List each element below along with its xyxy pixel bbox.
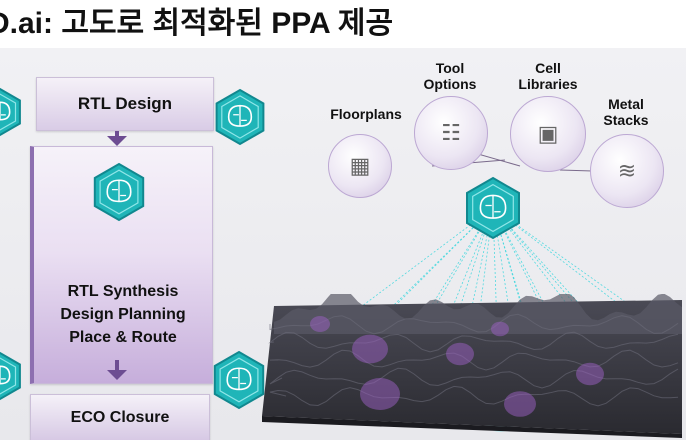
cell-library-icon: ▣: [537, 121, 559, 146]
brain-hex-icon: [0, 84, 24, 140]
brain-hex-icon: [212, 86, 268, 148]
brain-hex-icon: [90, 160, 148, 224]
brain-hex-icon: [210, 348, 268, 412]
floorplans-label: Floorplans: [330, 106, 402, 122]
cell-libraries-label: Cell Libraries: [518, 60, 578, 92]
down-arrow-icon: [115, 131, 119, 137]
tool-options-label: Tool Options: [423, 60, 477, 92]
down-arrow-icon: [107, 136, 127, 146]
place-route-label: Place & Route: [69, 329, 177, 346]
metal-stack-icon: ≋: [617, 158, 637, 183]
down-arrow-icon: [107, 370, 127, 380]
rtl-synthesis-label: RTL Synthesis: [67, 283, 179, 300]
brain-hex-icon: [462, 174, 524, 242]
diagram-canvas: RTL Design RTL Synthesis Design Planning…: [0, 48, 686, 440]
rtl-design-panel: RTL Design: [36, 77, 214, 131]
cell-libraries-bubble: ▣: [510, 96, 586, 172]
brain-hex-icon: [0, 348, 24, 404]
metal-stacks-bubble: ≋: [590, 134, 664, 208]
eco-closure-label: ECO Closure: [70, 409, 170, 426]
sliders-icon: ☷: [441, 120, 461, 145]
floorplan-grid-icon: ▦: [349, 153, 371, 178]
metal-stacks-label: Metal Stacks: [603, 96, 649, 128]
eco-closure-panel: ECO Closure: [30, 394, 210, 440]
design-planning-label: Design Planning: [60, 306, 186, 323]
down-arrow-icon: [115, 360, 119, 372]
tool-options-bubble: ☷: [414, 96, 488, 170]
floorplans-bubble: ▦: [328, 134, 392, 198]
rtl-design-label: RTL Design: [77, 94, 173, 113]
optimization-landscape: [262, 294, 682, 438]
page-title: D.ai: 고도로 최적화된 PPA 제공: [0, 7, 394, 40]
